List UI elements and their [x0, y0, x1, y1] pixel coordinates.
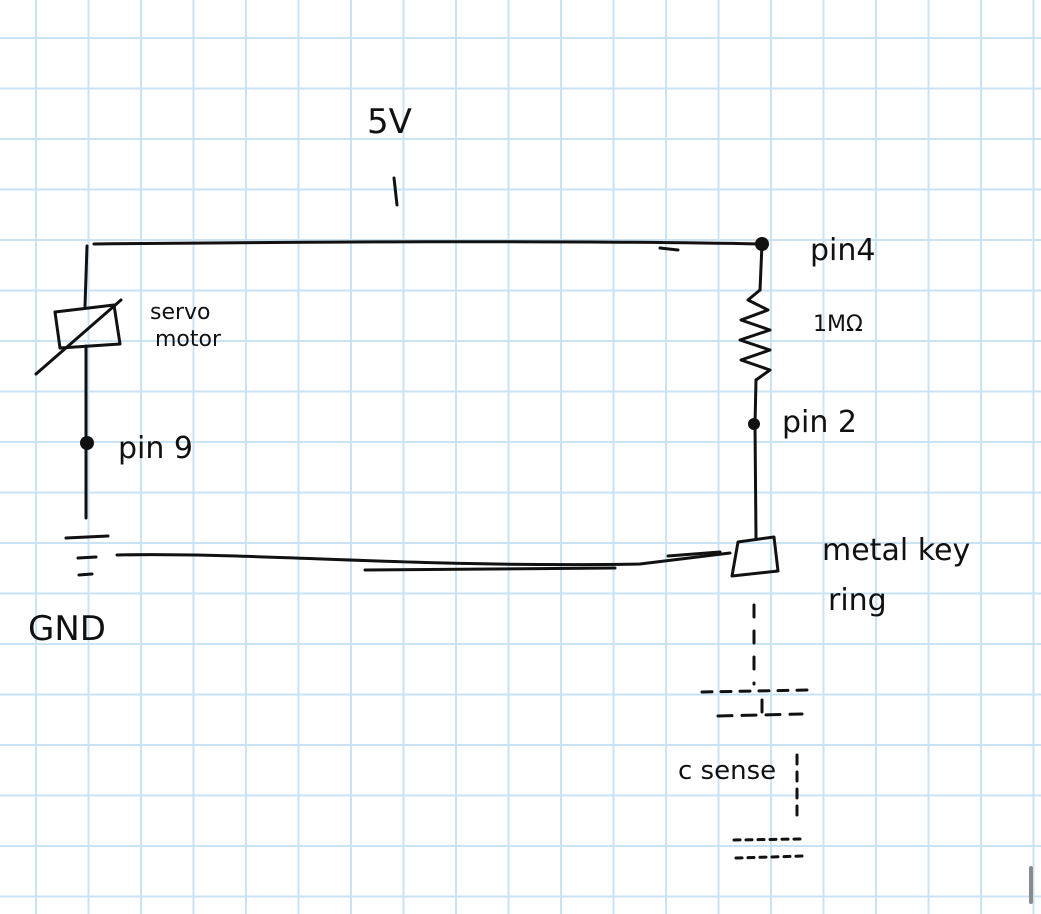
key-ring-plate [730, 535, 780, 578]
label-servo-line2: motor [155, 327, 222, 352]
wire-top [92, 240, 764, 246]
wire-bottom [115, 551, 732, 567]
servo-motor-slash [34, 298, 123, 376]
scrollbar-thumb[interactable] [1029, 866, 1033, 904]
label-key-line1: metal key [822, 533, 970, 568]
ground-symbol [64, 534, 110, 577]
wire-top-tick [658, 246, 680, 252]
wire-right-bottom [753, 423, 758, 540]
label-pin4: pin4 [810, 233, 875, 268]
servo-motor-symbol [53, 303, 122, 350]
csense-bottom-plate [732, 837, 806, 860]
wire-right-middle [753, 378, 758, 427]
junction-pin9 [80, 436, 94, 450]
label-resistor: 1MΩ [813, 312, 863, 337]
label-5v: 5V [367, 102, 412, 142]
label-key-line2: ring [828, 583, 887, 618]
junction-pin2 [748, 418, 760, 430]
wire-left-top [83, 244, 89, 308]
wire-bottom-overlap [363, 566, 617, 572]
csense-plate-2 [716, 712, 804, 718]
wire-bottom-double [666, 550, 722, 558]
junction-pin4 [755, 237, 769, 251]
label-servo-line1: servo [150, 300, 211, 325]
wire-right-top [758, 242, 764, 292]
csense-plate-1 [700, 688, 810, 694]
label-pin9: pin 9 [118, 431, 193, 466]
label-pin2: pin 2 [782, 405, 857, 440]
label-csense: c sense [678, 756, 776, 786]
resistor-symbol [738, 288, 772, 382]
csense-dashed-link [752, 603, 764, 724]
label-gnd: GND [28, 609, 106, 649]
wire-5v-stub [392, 176, 399, 207]
